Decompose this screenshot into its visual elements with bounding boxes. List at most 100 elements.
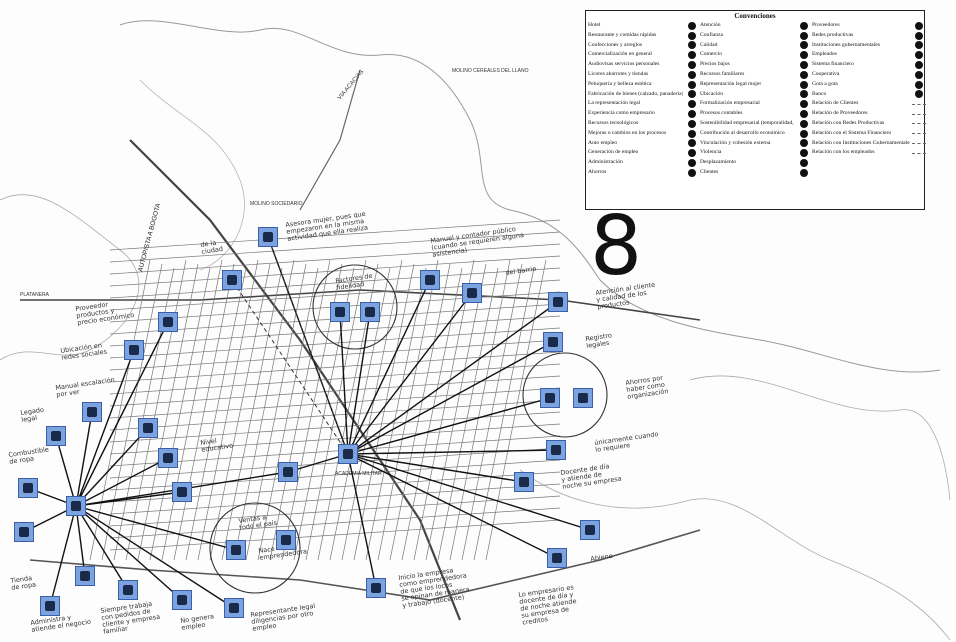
node-nogenera[interactable] <box>172 590 192 610</box>
legend-title: Convenciones <box>734 12 776 20</box>
node-docente[interactable] <box>514 472 534 492</box>
legend-symbol-icon <box>910 148 927 158</box>
node-hub-left[interactable] <box>66 496 86 516</box>
legend-symbol-icon <box>683 21 700 31</box>
legend-symbol-icon <box>910 90 927 100</box>
node-ciudad[interactable] <box>222 270 242 290</box>
legend-symbol-icon <box>683 109 700 119</box>
legend-label: Peluquería y belleza estética <box>588 80 652 87</box>
node-atencion[interactable] <box>360 302 380 322</box>
node-empresario[interactable] <box>547 548 567 568</box>
node-contador[interactable] <box>420 270 440 290</box>
legend-symbol-icon <box>795 109 812 119</box>
legend-symbol-icon <box>795 60 812 70</box>
legend-label: Cooperativa <box>812 70 840 77</box>
legend-label: Fabricación de bienes (calzado, panaderí… <box>588 90 683 97</box>
legend-label: Comercialización en general <box>588 51 652 58</box>
node-nivel[interactable] <box>158 448 178 468</box>
legend-empty-cell <box>910 158 927 168</box>
node-redes[interactable] <box>124 340 144 360</box>
label-platanera: PLATANERA <box>20 292 50 298</box>
legend-label: Relación con Instituciones Gubernamental… <box>812 139 910 146</box>
note-ciudad: de la ciudad <box>199 238 224 256</box>
legend-symbol-icon <box>683 139 700 149</box>
legend-symbol-icon <box>795 158 812 168</box>
legend-label: Instituciones gubernamentales <box>812 41 880 48</box>
node-tienda[interactable] <box>14 522 34 542</box>
node-manual[interactable] <box>82 402 102 422</box>
node-empleados[interactable] <box>138 418 158 438</box>
legend-label: Comercio <box>700 51 723 58</box>
legend-label: Relación de Proveedores <box>812 110 868 117</box>
legend-symbol-icon <box>683 70 700 80</box>
legend-symbol-icon <box>683 119 700 129</box>
legend-label: Hotel <box>588 22 601 28</box>
legend-symbol-icon <box>910 31 927 41</box>
node-hotel[interactable] <box>258 227 278 247</box>
legend-label: Audiovisas servicios personales <box>588 61 660 68</box>
node-clientes[interactable] <box>548 292 568 312</box>
legend-symbol-icon <box>683 90 700 100</box>
legend-label: Precios bajos <box>700 61 730 68</box>
legend-symbol-icon <box>795 99 812 109</box>
legend-symbol-icon <box>683 148 700 158</box>
legend-label: Ahorros <box>588 168 607 175</box>
legend-symbol-icon <box>683 168 700 178</box>
node-ventas-a[interactable] <box>226 540 246 560</box>
label-molino: MOLINO CEREALES DEL LLANO <box>452 68 529 74</box>
node-admin[interactable] <box>75 566 95 586</box>
legend-label: Confecciones y arreglos <box>588 41 643 48</box>
legend-symbol-icon <box>910 80 927 90</box>
node-legal[interactable] <box>46 426 66 446</box>
legend-symbol-icon <box>910 70 927 80</box>
legend-symbol-icon <box>683 50 700 60</box>
legend-symbol-icon <box>683 158 700 168</box>
legend-label: Representación legal mujer <box>700 80 762 87</box>
legend-symbol-icon <box>683 60 700 70</box>
node-barrio[interactable] <box>462 283 482 303</box>
node-representante[interactable] <box>224 598 244 618</box>
legend-label: Vinculación y cohesión externa <box>700 139 771 146</box>
legend-symbol-icon <box>795 41 812 51</box>
legend-label: Licores abarrotes y tiendas <box>588 70 649 77</box>
legend-label: Formalización empresarial <box>700 100 760 107</box>
legend-symbol-icon <box>795 90 812 100</box>
label-molino2: MOLINO SOCIEDARIO <box>250 201 303 207</box>
node-siempre[interactable] <box>118 580 138 600</box>
legend-symbol-icon <box>795 80 812 90</box>
node-ahorros-b[interactable] <box>573 388 593 408</box>
legend-symbol-icon <box>795 148 812 158</box>
node-banco[interactable] <box>172 482 192 502</box>
label-academia: ACADEMIA MILITAR <box>335 471 382 477</box>
node-abiene[interactable] <box>580 520 600 540</box>
legend-symbol-icon <box>683 80 700 90</box>
legend-symbol-icon <box>795 31 812 41</box>
legend-symbol-icon <box>910 129 927 139</box>
legend-symbol-icon <box>683 129 700 139</box>
legend-symbol-icon <box>910 99 927 109</box>
node-nace[interactable] <box>278 462 298 482</box>
node-ahorros-a[interactable] <box>540 388 560 408</box>
legend-label: Clientes <box>700 168 719 175</box>
node-hub-center[interactable] <box>338 444 358 464</box>
legend-label <box>812 168 910 178</box>
node-proveedor[interactable] <box>158 312 178 332</box>
legend-label: Gota a gota <box>812 80 838 87</box>
legend-label: Redes productivas <box>812 31 854 38</box>
legend-label: Ubicación <box>700 90 723 97</box>
node-cuando[interactable] <box>546 440 566 460</box>
node-ventas-b[interactable] <box>276 530 296 550</box>
legend-label: Atención <box>700 22 721 28</box>
legend-symbol-icon <box>795 139 812 149</box>
legend-symbol-icon <box>683 99 700 109</box>
node-calidad[interactable] <box>330 302 350 322</box>
node-admin2[interactable] <box>40 596 60 616</box>
legend-label: Recursos familiares <box>700 70 745 77</box>
legend-symbol-icon <box>910 119 927 129</box>
legend-label: Generación de empleo <box>588 149 639 156</box>
node-registro[interactable] <box>543 332 563 352</box>
legend-label: Relación con el Sistema Financiero <box>812 129 892 136</box>
node-combustible[interactable] <box>18 478 38 498</box>
node-inicio[interactable] <box>366 578 386 598</box>
